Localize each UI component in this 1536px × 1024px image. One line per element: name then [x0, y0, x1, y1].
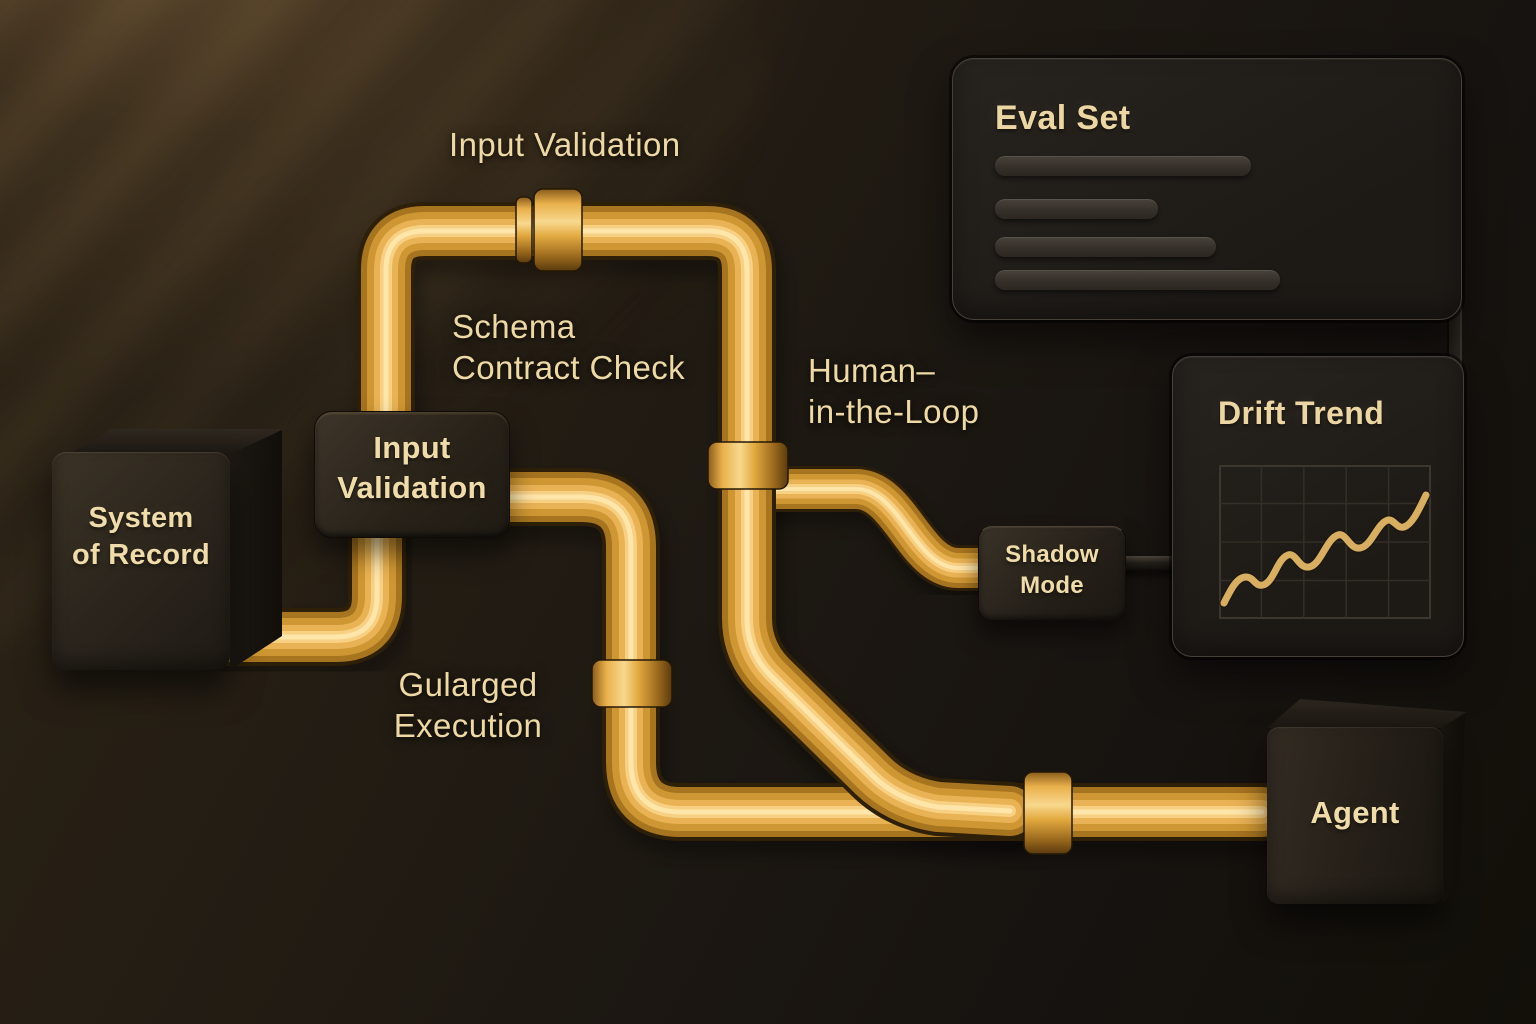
drift-trend-title: Drift Trend [1218, 395, 1385, 431]
agent-node [1267, 727, 1443, 904]
shadow-mode-label: Shadow Mode [1005, 541, 1099, 599]
pipe-couplings [515, 188, 1073, 855]
sparkline [1220, 491, 1430, 607]
label-schema-contract-check: Schema Contract Check [452, 308, 686, 387]
eval-set-title: Eval Set [995, 99, 1131, 137]
eval-set-panel: Eval Set [952, 58, 1462, 320]
eval-bar-3 [995, 237, 1216, 257]
pipe-shadow-mode-branch [770, 489, 1002, 568]
input-validation-node [314, 411, 510, 538]
system-of-record-label: System of Record [71, 502, 211, 572]
shadow-mode-rod [1114, 556, 1184, 570]
drift-trend-panel: Drift Trend [1172, 356, 1464, 657]
coupling-flange-top [515, 196, 533, 264]
eval-bar-2 [995, 199, 1158, 219]
label-human-in-the-loop: Human– in-the-Loop [808, 352, 980, 431]
coupling-mid [707, 441, 789, 490]
system-of-record-node [52, 452, 230, 670]
agent-label: Agent [1310, 795, 1400, 830]
shadow-mode-node [978, 526, 1126, 621]
system-of-record-side-face [226, 430, 282, 670]
coupling-low [591, 659, 673, 708]
coupling-bottom [1023, 771, 1073, 855]
eval-bar-4 [995, 270, 1280, 290]
input-validation-label: Input Validation [337, 430, 487, 505]
label-input-validation-pipe: Input Validation [449, 126, 681, 163]
eval-bar-1 [995, 156, 1251, 176]
drift-trend-chart [1219, 465, 1431, 619]
label-gularged-execution: Gularged Execution [393, 666, 543, 745]
coupling-top [533, 188, 583, 272]
